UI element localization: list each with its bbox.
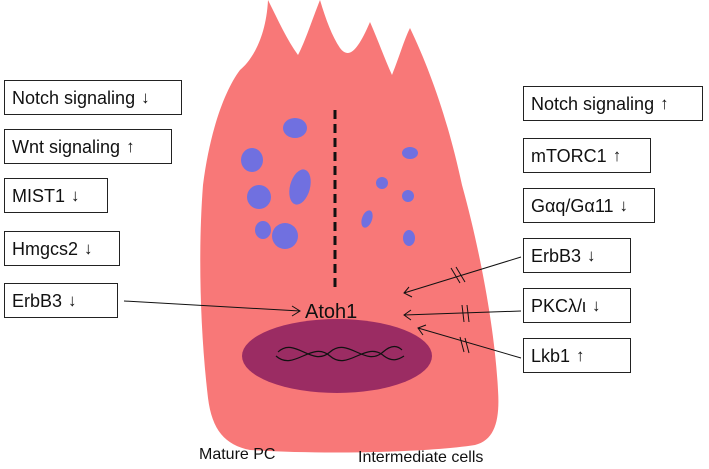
left-box-hmgcs2: Hmgcs2 ↓ xyxy=(4,231,120,266)
left-box-mist1: MIST1 ↓ xyxy=(4,178,108,213)
caption-mature-pc: Mature PC xyxy=(199,446,276,463)
granule xyxy=(255,221,271,239)
box-label: mTORC1 xyxy=(531,145,607,166)
up-arrow-icon: ↑ xyxy=(576,346,585,365)
dna-strand xyxy=(275,350,405,362)
arrow-lkb1 xyxy=(417,327,522,359)
granule xyxy=(361,210,373,228)
right-box-lkb1: Lkb1 ↑ xyxy=(523,338,631,373)
right-box-erbb3: ErbB3 ↓ xyxy=(523,238,631,273)
granule xyxy=(289,169,311,205)
arrowhead xyxy=(403,286,413,298)
up-arrow-icon: ↑ xyxy=(612,146,622,165)
down-arrow-icon: ↓ xyxy=(619,196,629,215)
block-mark xyxy=(464,337,470,354)
atoh1-label: Atoh1 xyxy=(305,301,358,323)
nucleus xyxy=(242,319,432,393)
right-box-mtorc1: mTORC1 ↑ xyxy=(523,138,651,173)
left-box-wnt: Wnt signaling ↑ xyxy=(4,129,172,164)
right-box-pkc: PKCλ/ι ↓ xyxy=(523,288,631,323)
box-label: Notch signaling xyxy=(12,87,136,108)
left-box-erbb3: ErbB3 ↓ xyxy=(4,283,118,318)
down-arrow-icon: ↓ xyxy=(68,291,77,310)
arrowhead xyxy=(403,309,412,321)
left-box-notch: Notch signaling ↓ xyxy=(4,80,182,115)
down-arrow-icon: ↓ xyxy=(71,186,80,205)
box-label: Hmgcs2 xyxy=(12,238,79,259)
down-arrow-icon: ↓ xyxy=(84,239,93,258)
up-arrow-icon: ↑ xyxy=(126,137,135,156)
arrow-erbb3-right xyxy=(403,256,522,294)
granule xyxy=(247,185,271,209)
granule xyxy=(402,190,414,202)
granules xyxy=(241,118,418,249)
granule xyxy=(376,177,388,189)
block-mark xyxy=(455,266,466,283)
arrow-erbb3-left xyxy=(123,300,301,312)
box-label: Lkb1 xyxy=(531,345,571,366)
box-label: Gαq/Gα11 xyxy=(531,195,614,216)
granule xyxy=(241,148,263,172)
block-mark xyxy=(459,336,465,353)
down-arrow-icon: ↓ xyxy=(141,88,150,107)
down-arrow-icon: ↓ xyxy=(587,246,596,265)
dna-strand xyxy=(277,345,403,358)
up-arrow-icon: ↑ xyxy=(660,94,669,113)
box-label: Wnt signaling xyxy=(12,136,121,157)
granule xyxy=(272,223,298,249)
granule xyxy=(403,230,415,246)
box-label: ErbB3 xyxy=(12,290,63,311)
box-label: Notch signaling xyxy=(531,93,655,114)
right-box-gaq: Gαq/Gα11 ↓ xyxy=(523,188,655,223)
arrowhead xyxy=(291,305,301,317)
arrowhead xyxy=(417,324,427,336)
box-label: ErbB3 xyxy=(531,245,582,266)
right-box-notch: Notch signaling ↑ xyxy=(523,86,703,121)
box-label: PKCλ/ι xyxy=(531,295,587,316)
caption-intermediate-cells: Intermediate cells xyxy=(358,449,484,466)
block-mark xyxy=(461,304,465,323)
block-mark xyxy=(450,267,461,284)
block-mark xyxy=(466,304,470,323)
granule xyxy=(283,118,307,138)
box-label: MIST1 xyxy=(12,185,66,206)
granule xyxy=(402,147,418,159)
down-arrow-icon: ↓ xyxy=(592,296,601,315)
